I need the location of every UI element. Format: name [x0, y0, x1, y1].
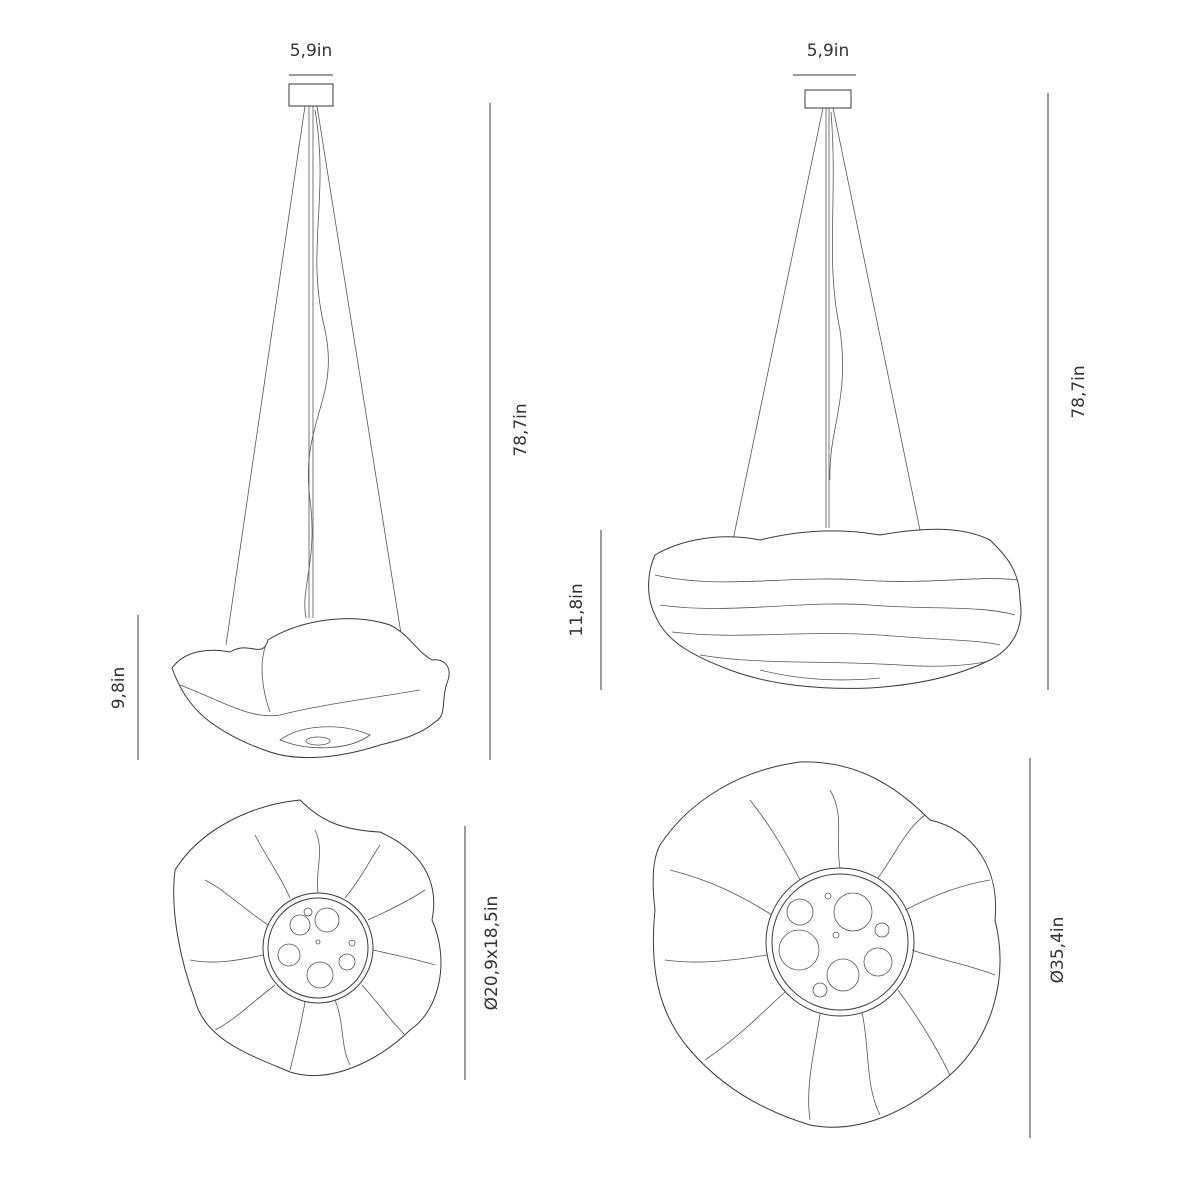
right-total-height-label: 78,7in	[1069, 365, 1089, 418]
right-diameter-label: Ø35,4in	[1048, 917, 1068, 984]
right-cable	[832, 107, 921, 531]
left-diameter-label: Ø20,9x18,5in	[482, 896, 502, 1011]
left-shade-fold	[261, 639, 271, 713]
left-shade-fold	[179, 684, 421, 717]
right-shade-height-label: 11,8in	[567, 583, 587, 636]
right-lamp-top-view: Ø35,4in	[652, 758, 1068, 1138]
right-shade-outline	[652, 761, 1001, 1128]
right-lamp-side-view: 5,9in 78,7in 11,8in	[567, 41, 1089, 690]
right-radial-folds	[664, 789, 996, 1121]
left-shade-opening	[305, 736, 331, 746]
right-shade-folds	[654, 574, 1019, 681]
left-canopy	[288, 83, 334, 107]
left-lamp-top-view: Ø20,9x18,5in	[173, 799, 502, 1080]
right-shade	[648, 528, 1022, 689]
right-cable	[732, 107, 824, 541]
left-shade	[171, 618, 450, 759]
left-canopy-width-label: 5,9in	[290, 41, 333, 61]
right-power-cord	[829, 111, 843, 481]
right-ceiling-plate-inner	[771, 873, 909, 1011]
right-canopy-width-label: 5,9in	[807, 41, 850, 61]
left-lamp-side-view: 5,9in 78,7in 9,8in	[109, 41, 531, 760]
left-radial-folds	[189, 829, 436, 1071]
right-canopy	[804, 89, 852, 109]
left-cable	[316, 105, 403, 641]
left-total-height-label: 78,7in	[511, 403, 531, 456]
left-shade-fold	[279, 726, 371, 749]
left-shade-height-label: 9,8in	[109, 667, 129, 710]
left-power-cord	[304, 109, 329, 619]
left-cable	[225, 105, 306, 646]
left-shade-outline	[173, 799, 442, 1076]
left-ceiling-plate-inner	[267, 897, 369, 999]
